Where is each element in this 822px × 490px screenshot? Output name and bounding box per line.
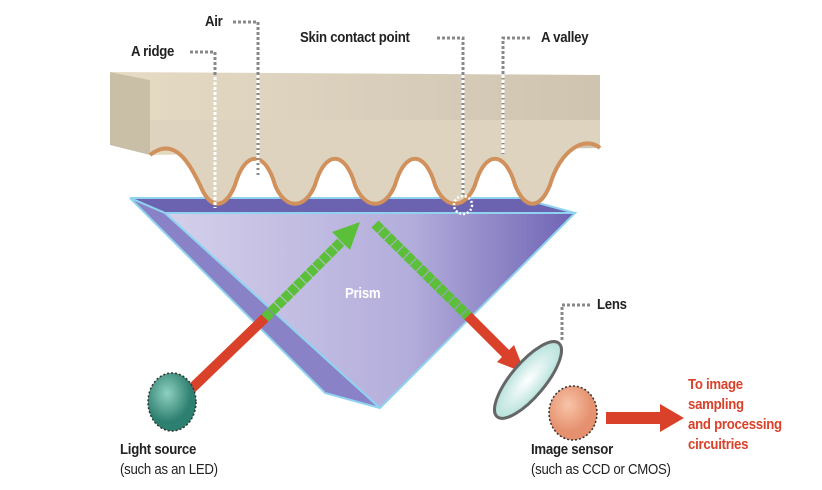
light-source-led [147,372,197,432]
label-lens: Lens [597,296,627,313]
finger-skin [110,72,602,206]
label-image-sensor: Image sensor (such as CCD or CMOS) [531,440,671,480]
label-valley: A valley [541,29,589,46]
light-source-subtitle: (such as an LED) [120,461,218,478]
label-air: Air [205,13,223,30]
label-output: To image sampling and processing circuit… [688,375,782,455]
image-sensor [548,385,598,441]
output-line-2: sampling [688,396,744,413]
output-line-1: To image [688,376,743,393]
label-skin-contact-point: Skin contact point [300,29,410,46]
label-ridge: A ridge [131,43,175,60]
lens [493,340,563,420]
output-line-3: and processing [688,416,782,433]
image-sensor-subtitle: (such as CCD or CMOS) [531,461,671,478]
leader-lines [190,20,590,340]
label-prism: Prism [345,285,381,302]
image-sensor-title: Image sensor [531,441,613,458]
output-line-4: circuitries [688,436,749,453]
label-light-source: Light source (such as an LED) [120,440,218,480]
contact-point-marker [452,194,474,216]
light-source-title: Light source [120,441,197,458]
light-path [181,220,684,432]
